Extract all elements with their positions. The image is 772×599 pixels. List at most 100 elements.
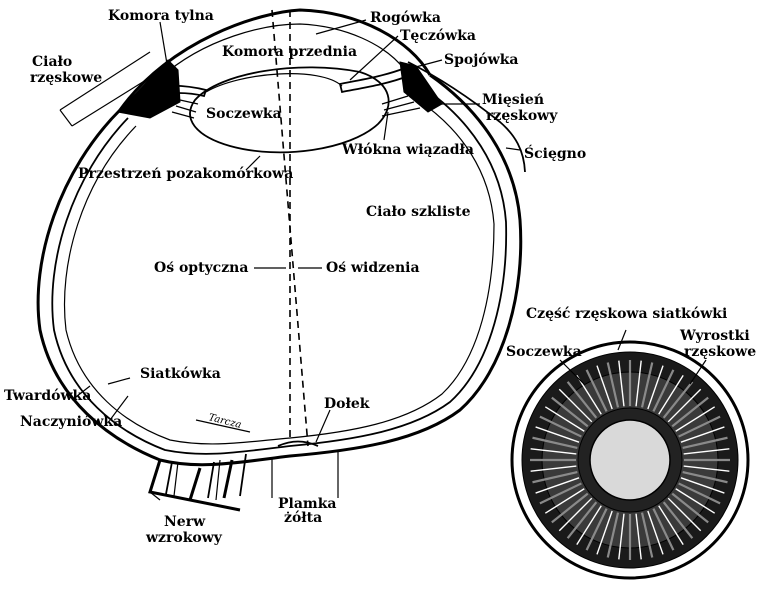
ciliary-process-ray [658, 505, 684, 546]
label-komora-tylna: Komora tylna [108, 8, 214, 24]
ciliary-process-ray [682, 436, 728, 450]
label-czesc-rzeskowa-siatkowki: Część rzęskowa siatkówki [526, 306, 727, 322]
label-twardowka: Twardówka [4, 388, 91, 404]
ciliary-process-ray [530, 465, 577, 472]
label-teczowka: Tęczówka [400, 28, 476, 44]
ciliary-process-ray [532, 470, 578, 484]
zonular-fibers-left [171, 99, 199, 119]
cornea [118, 8, 432, 111]
visual-axis-line [271, 9, 309, 447]
label-naczyniowka: Naczyniówka [20, 414, 122, 430]
ciliary-process-ray [662, 501, 694, 539]
ciliary-process-ray [682, 470, 728, 484]
inset-front-view [510, 329, 750, 580]
ciliary-process-ray [683, 465, 730, 472]
label-miesien-rzeskowy-2: rzęskowy [486, 108, 558, 124]
label-os-optyczna: Oś optyczna [154, 260, 248, 276]
zonular-fibers-right [381, 95, 421, 117]
ciliary-process-ray [652, 508, 675, 551]
choroid-outline [51, 87, 508, 455]
ciliary-process-ray [596, 365, 613, 410]
ciliary-process-ray [671, 396, 709, 428]
labels: Komora tylna Rogówka Tęczówka Komora prz… [4, 8, 756, 546]
ciliary-process-ray [596, 510, 613, 555]
ciliary-process-ray [535, 426, 580, 443]
ciliary-process-ray [675, 488, 716, 514]
ciliary-process-ray [647, 510, 664, 555]
label-spojowka: Spojówka [444, 52, 518, 68]
label-cialo-szkliste: Ciało szkliste [366, 204, 471, 220]
ciliary-process-ray [675, 406, 716, 432]
label-plamka-zolta-1: Plamka [278, 496, 337, 512]
ciliary-process-ray [606, 512, 620, 558]
ciliary-process-ray [551, 396, 589, 428]
ciliary-process-ray [680, 426, 725, 443]
ciliary-body-right [399, 61, 443, 113]
ciliary-process-ray [640, 362, 654, 408]
ciliary-process-ray [680, 477, 725, 494]
leader-lines [59, 19, 521, 501]
fovea [277, 440, 319, 447]
ciliary-process-ray [658, 374, 684, 415]
optic-disc-mark [195, 419, 251, 433]
ciliary-body-left [116, 59, 181, 119]
ciliary-process-ray [635, 513, 642, 560]
label-sciegno: Ścięgno [524, 144, 586, 162]
ciliary-process-ray [635, 360, 642, 407]
ciliary-process-ray [535, 477, 580, 494]
ciliary-process-ray [667, 388, 702, 423]
ciliary-process-ray [551, 492, 589, 524]
anterior-chamber-boundary [205, 73, 343, 93]
label-rogowka: Rogówka [370, 10, 441, 26]
ciliary-process-ray [558, 388, 593, 423]
ciliary-processes [530, 360, 730, 560]
ciliary-process-ray [539, 415, 582, 438]
ciliary-process-ray [640, 512, 654, 558]
ciliary-process-ray [585, 508, 608, 551]
label-plamka-zolta-2: żółta [284, 510, 322, 526]
ciliary-process-ray [566, 501, 598, 539]
ciliary-process-ray [544, 488, 585, 514]
label-nerw-wzrokowy-2: wzrokowy [145, 530, 223, 546]
ciliary-process-ray [652, 369, 675, 412]
label-cialo-rzeskowe-1: Ciało [32, 54, 72, 70]
label-siatkowka: Siatkówka [140, 366, 221, 382]
label-soczewka: Soczewka [206, 106, 282, 122]
ciliary-process-ray [566, 381, 598, 419]
eyeball-cross-section [36, 8, 526, 512]
ciliary-process-ray [606, 362, 620, 408]
ciliary-process-ray [558, 497, 593, 532]
macula-bracket [271, 452, 339, 498]
label-cialo-rzeskowe-2: rzęskowe [30, 70, 102, 86]
lens [189, 66, 390, 154]
ciliary-process-ray [647, 365, 664, 410]
cornea-inner [159, 23, 406, 79]
label-wyrostki-rzeskowe-2: rzęskowe [684, 344, 756, 360]
inset-lens [589, 419, 671, 501]
ciliary-process-ray [662, 381, 694, 419]
ciliary-process-ray [667, 497, 702, 532]
ciliary-process-ray [678, 482, 721, 505]
ciliary-process-ray [585, 369, 608, 412]
ciliary-process-ray [539, 482, 582, 505]
ciliary-process-ray [530, 448, 577, 455]
label-wlokna-wiazadla: Włókna wiązadła [341, 142, 474, 158]
label-miesien-rzeskowy-1: Mięsień [482, 92, 544, 108]
ciliary-process-ray [576, 505, 602, 546]
ciliary-process-ray [618, 360, 625, 407]
label-dolek: Dołek [324, 396, 370, 412]
label-nerw-wzrokowy-1: Nerw [164, 514, 206, 530]
label-komora-przednia: Komora przednia [222, 44, 357, 60]
ciliary-process-ray [678, 415, 721, 438]
ciliary-process-ray [532, 436, 578, 450]
ciliary-process-ray [544, 406, 585, 432]
label-przestrzen-pozakomorkowa: Przestrzeń pozakomórkowa [78, 166, 293, 182]
ciliary-process-ray [576, 374, 602, 415]
ciliary-process-ray [618, 513, 625, 560]
label-os-widzenia: Oś widzenia [326, 260, 420, 276]
label-soczewka-inset: Soczewka [506, 344, 582, 360]
ciliary-process-ray [671, 492, 709, 524]
ciliary-process-ray [683, 448, 730, 455]
retina-outline [63, 99, 495, 445]
